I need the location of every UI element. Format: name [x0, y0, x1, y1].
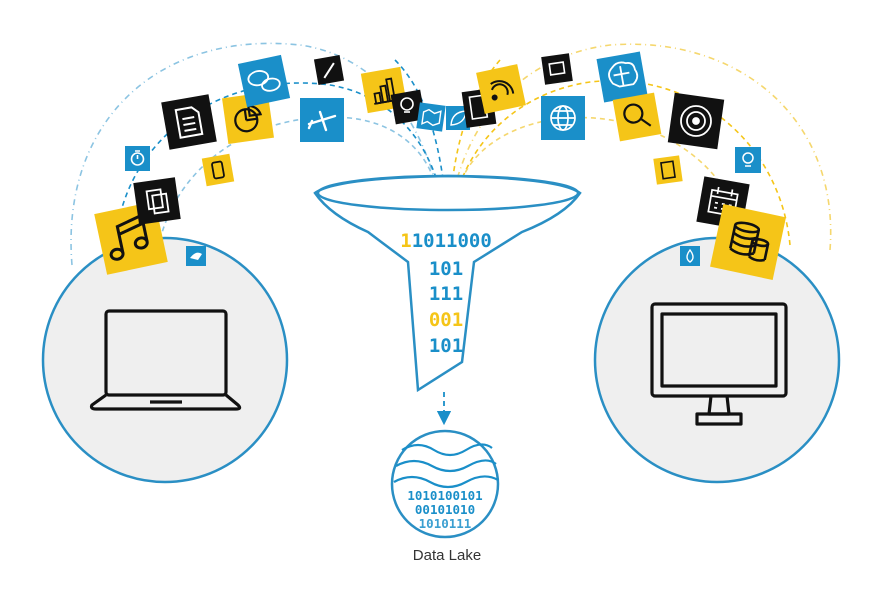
funnel-binary-yellow-4: 001: [429, 309, 463, 331]
lightbulb-small-icon: [735, 147, 761, 173]
wifi-icon: [476, 64, 526, 114]
timer-icon: [125, 146, 150, 171]
magnifier-icon: [612, 92, 662, 142]
brain-icon: [596, 51, 648, 103]
pie-chart-icon: [222, 92, 274, 144]
copy-document-icon: [133, 177, 181, 225]
lightbulb-icon: [390, 89, 426, 125]
funnel-binary-blue-1: 1011000: [412, 230, 492, 252]
bird-icon: [186, 246, 206, 266]
arc-left-inner: [159, 116, 439, 241]
arc-right-outer: [451, 43, 832, 251]
right-device: [593, 236, 841, 484]
map-icon: [416, 102, 446, 132]
funnel-binary-line-3: 111: [429, 283, 463, 305]
data-lake: 1010100101 00101010 1010111 Data Lake: [390, 429, 500, 564]
right-device-circle: [593, 236, 841, 484]
target-icon: [667, 92, 725, 150]
chat-icon: [237, 54, 291, 108]
laptop-icon: [89, 309, 242, 411]
lake-binary-line-2: 00101010: [415, 502, 475, 517]
funnel-binary-line-4: 001: [429, 309, 463, 331]
folder-icon: [541, 53, 573, 85]
funnel-binary-yellow-1: 1: [400, 230, 411, 252]
funnel-rim: [316, 174, 580, 212]
funnel-binary-line-1: 11011000: [400, 230, 492, 252]
funnel: 11011000 101 111 001 101: [313, 174, 582, 393]
drop-icon: [680, 246, 700, 266]
globe-icon: [541, 96, 585, 140]
funnel-binary-line-2: 101: [429, 258, 463, 280]
phone-icon: [201, 153, 235, 187]
lake-binary-line-1: 1010100101: [407, 488, 482, 503]
pencil-icon: [313, 54, 345, 86]
airplane-icon: [300, 98, 344, 142]
funnel-binary: 11011000 101 111 001 101: [400, 230, 492, 357]
desktop-monitor-icon: [650, 302, 788, 426]
data-lake-caption: Data Lake: [413, 547, 481, 564]
database-icon: [710, 204, 786, 280]
document-icon: [161, 94, 217, 150]
left-device-circle: [41, 236, 289, 484]
funnel-binary-line-5: 101: [429, 335, 463, 357]
arc-right-mid: [450, 79, 791, 246]
data-lake-circle: [390, 429, 500, 539]
funnel-binary-blue-2: 101: [429, 258, 463, 280]
left-device: [41, 236, 289, 484]
small-tablet-icon: [653, 155, 683, 185]
water-waves-icon: [393, 443, 499, 489]
lake-binary-line-3: 1010111: [419, 516, 472, 531]
arc-left-outer: [70, 42, 441, 266]
funnel-binary-blue-3: 111: [429, 283, 463, 305]
funnel-binary-blue-5: 101: [429, 335, 463, 357]
icon-tiles: [94, 51, 786, 280]
